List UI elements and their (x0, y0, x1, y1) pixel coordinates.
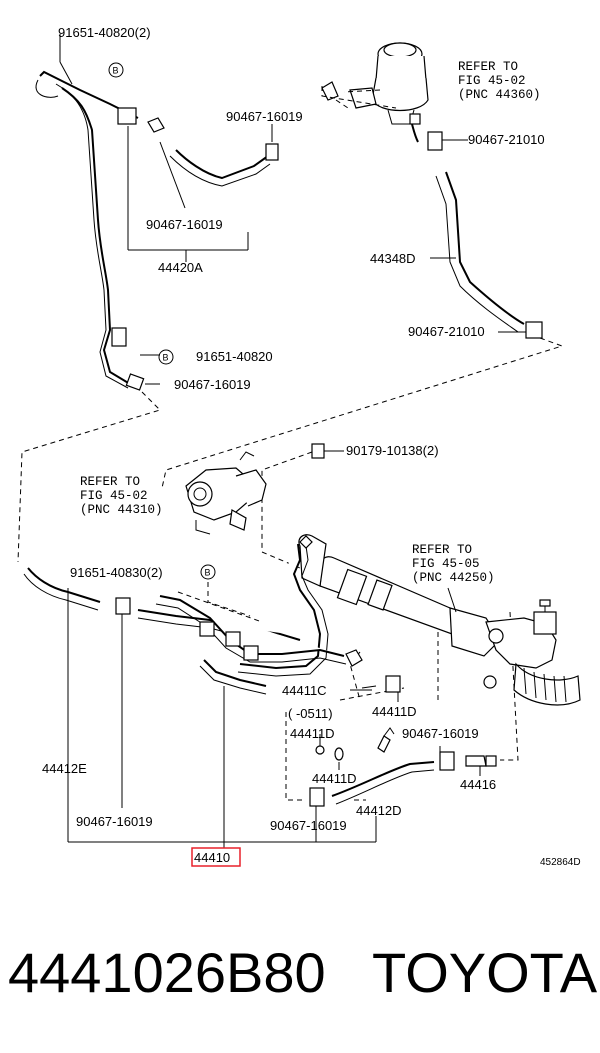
refer-gear: REFER TO FIG 45-05 (PNC 44250) (412, 543, 495, 585)
label-44411c: 44411C (282, 683, 327, 698)
label-91651-40820-2: 91651-40820(2) (58, 25, 151, 40)
part-number: 4441026B80 (8, 941, 326, 1004)
return-pipe-upper (35, 70, 279, 391)
label-90179-10138-2: 90179-10138(2) (346, 443, 439, 458)
label-90467-16019-f: 90467-16019 (270, 818, 347, 833)
pressure-pipes (137, 535, 363, 695)
svg-text:FIG 45-02: FIG 45-02 (458, 74, 526, 88)
svg-text:(PNC 44310): (PNC 44310) (80, 503, 163, 517)
label-44412e: 44412E (42, 761, 87, 776)
svg-text:44410: 44410 (194, 850, 230, 865)
svg-text:REFER TO: REFER TO (412, 543, 472, 557)
label-44420a: 44420A (158, 260, 203, 275)
svg-text:REFER TO: REFER TO (458, 60, 518, 74)
svg-text:FIG 45-05: FIG 45-05 (412, 557, 480, 571)
hose-44348d (427, 131, 543, 339)
hose-44348d-leaders (430, 139, 526, 333)
label-90467-16019-e: 90467-16019 (402, 726, 479, 741)
label-90467-21010-b: 90467-21010 (408, 324, 485, 339)
label-90467-16019-a: 90467-16019 (226, 109, 303, 124)
label-90467-21010-a: 90467-21010 (468, 132, 545, 147)
upper-left-leaders (59, 34, 273, 385)
svg-text:FIG 45-02: FIG 45-02 (80, 489, 148, 503)
label-452864d: 452864D (540, 857, 581, 868)
svg-text:B: B (163, 353, 169, 363)
label-91651-40830-2: 91651-40830(2) (70, 565, 163, 580)
reservoir-assembly (321, 42, 429, 143)
label-90467-16019-d: 90467-16019 (76, 814, 153, 829)
label-44348d: 44348D (370, 251, 416, 266)
svg-text:(PNC 44360): (PNC 44360) (458, 88, 541, 102)
label-91651-40820: 91651-40820 (196, 349, 273, 364)
label-44411d-b: 44411D (290, 726, 335, 741)
brand-name: TOYOTA (372, 941, 598, 1004)
steering-gear (298, 534, 581, 706)
bolt-marker-1: B (108, 62, 124, 78)
svg-text:B: B (113, 66, 119, 76)
label-44411d-c: 44411D (312, 771, 357, 786)
pump-assembly (185, 443, 344, 535)
bolt-marker-2: B (158, 349, 174, 365)
lower-leaders (67, 588, 481, 848)
clamp-parts (315, 675, 401, 761)
highlight-44410: 44410 (191, 847, 241, 867)
label-90467-16019-b: 90467-16019 (146, 217, 223, 232)
svg-text:REFER TO: REFER TO (80, 475, 140, 489)
label-paren-0511: ( -0511) (288, 706, 333, 721)
refer-pump: REFER TO FIG 45-02 (PNC 44310) (80, 475, 163, 517)
svg-text:B: B (205, 568, 211, 578)
label-44411d-a: 44411D (372, 704, 417, 719)
steering-gear-leader (447, 587, 457, 613)
svg-text:(PNC 44250): (PNC 44250) (412, 571, 495, 585)
label-44416: 44416 (460, 777, 496, 792)
label-90467-16019-c: 90467-16019 (174, 377, 251, 392)
hose-44412d (309, 751, 497, 807)
label-44412d: 44412D (356, 803, 402, 818)
refer-reservoir: REFER TO FIG 45-02 (PNC 44360) (458, 60, 541, 102)
bolt-marker-3: B (200, 564, 216, 580)
